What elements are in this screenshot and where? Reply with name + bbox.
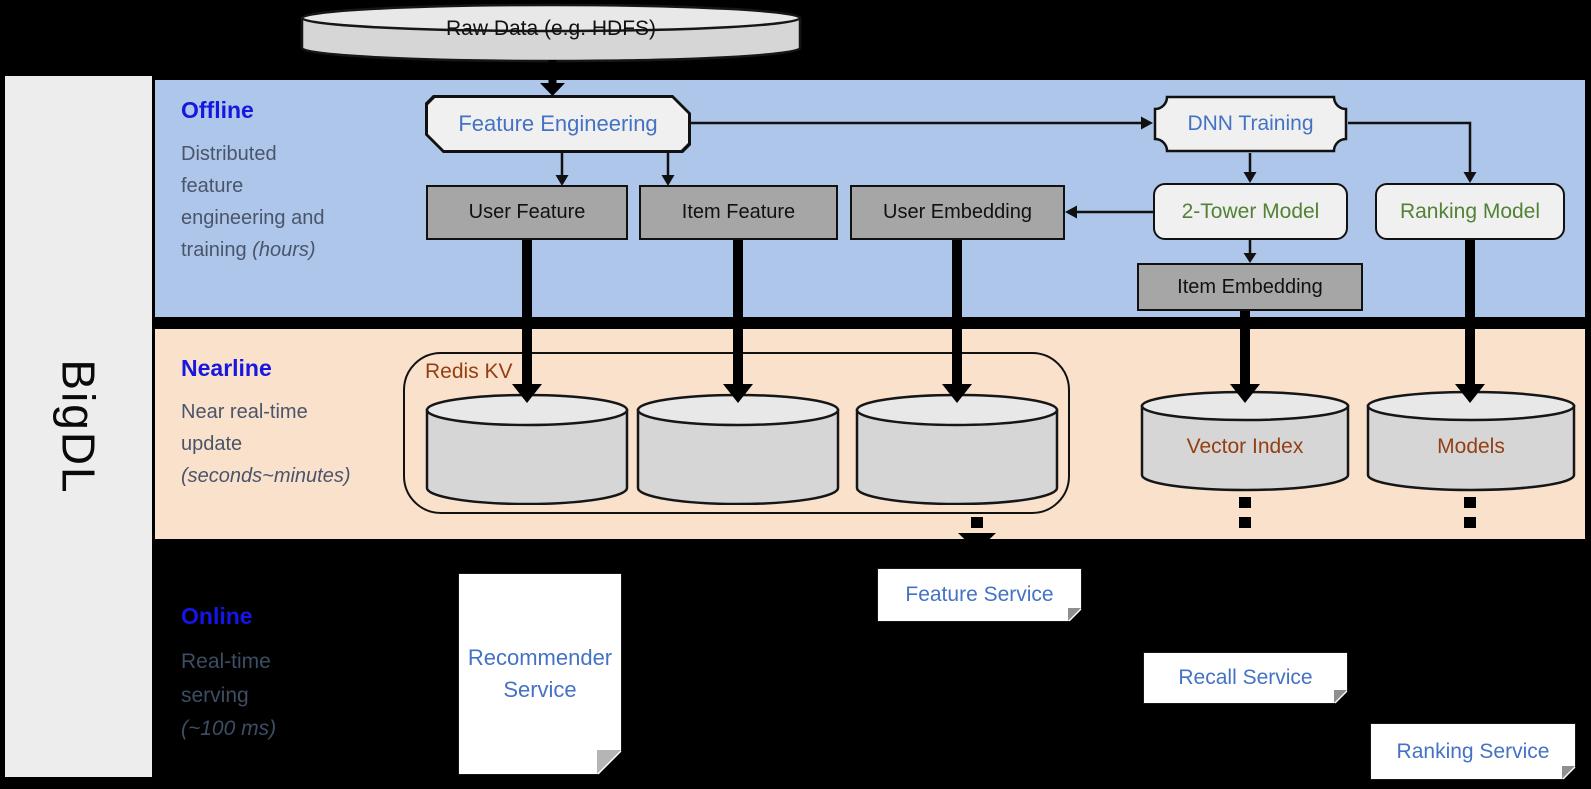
two-tower-model-node: 2-Tower Model — [1153, 183, 1348, 240]
raw-data-store: Raw Data (e.g. HDFS) — [300, 3, 802, 63]
offline-label: Offline — [181, 97, 254, 123]
page-fold-icon — [1334, 690, 1347, 703]
models-store: Models — [1366, 390, 1576, 492]
page-fold-icon — [1562, 766, 1575, 779]
feature-service-node: Feature Service — [877, 568, 1082, 622]
kv-store-cylinder-3 — [855, 393, 1059, 506]
vector-index-store: Vector Index — [1140, 390, 1350, 492]
kv-store-cylinder-1 — [425, 393, 629, 506]
vector-index-label: Vector Index — [1186, 435, 1304, 458]
dnn-training-label: DNN Training — [1187, 112, 1314, 135]
cylinder-shape — [300, 3, 802, 63]
redis-kv-label: Redis KV — [425, 360, 513, 383]
bigdl-side-rail: BigDL — [5, 76, 152, 777]
nearline-description: Near real-time update (seconds~minutes) — [181, 401, 351, 487]
bigdl-logo-text: BigDL — [52, 358, 105, 495]
kv-store-cylinder-2 — [636, 393, 840, 506]
ranking-service-label: Ranking Service — [1396, 739, 1550, 763]
feature-service-label: Feature Service — [905, 583, 1054, 606]
nearline-label: Nearline — [181, 355, 272, 381]
recommender-service-node: Recommender Service — [458, 573, 622, 775]
ranking-model-node: Ranking Model — [1375, 183, 1565, 240]
ranking-service-node: Ranking Service — [1370, 723, 1576, 780]
recommender-service-label: Recommender Service — [467, 645, 613, 702]
feature-engineering-label: Feature Engineering — [428, 98, 688, 150]
raw-data-label: Raw Data (e.g. HDFS) — [445, 17, 657, 40]
user-embedding-node: User Embedding — [850, 185, 1065, 240]
item-feature-node: Item Feature — [639, 185, 838, 240]
plaque-shape — [1153, 95, 1348, 153]
online-label: Online — [181, 603, 253, 629]
models-label: Models — [1437, 435, 1505, 458]
recall-service-node: Recall Service — [1143, 652, 1348, 704]
item-embedding-node: Item Embedding — [1137, 263, 1363, 311]
page-fold-icon — [597, 750, 621, 774]
user-feature-node: User Feature — [426, 185, 628, 240]
recall-service-label: Recall Service — [1178, 666, 1313, 689]
offline-description: Distributed feature engineering and trai… — [181, 143, 325, 261]
page-fold-icon — [1068, 608, 1081, 621]
dnn-training-node: DNN Training — [1153, 95, 1348, 153]
online-description: Real-time serving (~100 ms) — [181, 650, 277, 741]
